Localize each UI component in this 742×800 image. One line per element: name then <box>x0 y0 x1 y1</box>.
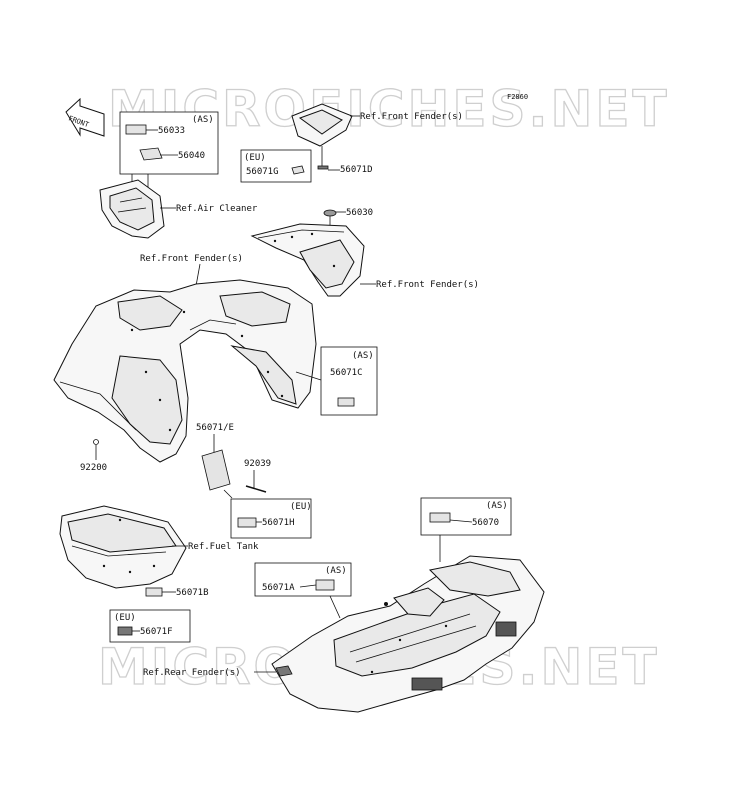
decal-56071C-icon <box>337 397 355 407</box>
part-56071C: 56071C <box>330 368 363 378</box>
ref-front-fender-right: Ref.Front Fender(s) <box>376 280 479 290</box>
part-92039: 92039 <box>244 459 271 469</box>
part-92200: 92200 <box>80 463 107 473</box>
fuel-tank-cover <box>59 505 187 589</box>
ref-front-fender-top: Ref.Front Fender(s) <box>360 112 463 122</box>
part-56071F: 56071F <box>140 627 173 637</box>
rear-fender <box>271 555 545 713</box>
part-56030: 56030 <box>346 208 373 218</box>
as-box-top <box>119 111 219 175</box>
decal-56040-icon <box>139 147 163 161</box>
part-56040: 56040 <box>178 151 205 161</box>
ref-fuel-tank: Ref.Fuel Tank <box>188 542 259 552</box>
part-56071D: 56071D <box>340 165 373 175</box>
eu-box-bottom-left <box>109 609 191 643</box>
part-56071A: 56071A <box>262 583 295 593</box>
decal-56033-icon <box>125 124 147 135</box>
inner-fender-panel <box>250 223 365 297</box>
eu-box-bottom-left-label: (EU) <box>114 613 136 623</box>
part-56071H: 56071H <box>262 518 295 528</box>
bolt-92200-icon <box>93 439 99 445</box>
eu-box-left-label: (EU) <box>244 153 266 163</box>
as-box-bottom-mid-label: (AS) <box>325 566 347 576</box>
ref-rear-fender: Ref.Rear Fender(s) <box>143 668 241 678</box>
decal-56071H-icon <box>237 517 257 528</box>
decal-56071G-icon <box>291 165 305 175</box>
grommet-56030-icon <box>323 209 337 217</box>
clip-56071D-icon <box>317 165 329 170</box>
part-56033: 56033 <box>158 126 185 136</box>
as-box-bottom-mid <box>254 562 352 597</box>
decal-56071A-icon <box>315 579 335 591</box>
part-56071B: 56071B <box>176 588 209 598</box>
as-box-bottom-right-label: (AS) <box>486 501 508 511</box>
part-56071G: 56071G <box>246 167 279 177</box>
part-56070: 56070 <box>472 518 499 528</box>
eu-box-left <box>240 149 312 183</box>
ref-air-cleaner: Ref.Air Cleaner <box>176 204 258 214</box>
air-cleaner-cover <box>99 179 165 239</box>
eu-box-mid-label: (EU) <box>290 502 312 512</box>
front-fender-main <box>53 279 317 463</box>
decal-56070-icon <box>429 512 451 523</box>
ref-front-fender-left: Ref.Front Fender(s) <box>140 254 243 264</box>
decal-56071E-icon <box>201 449 231 491</box>
decal-56071B-icon <box>145 587 163 597</box>
strap-92039-icon <box>245 485 267 493</box>
front-arrow-icon: FRONT <box>65 97 105 137</box>
as-box-right-label: (AS) <box>352 351 374 361</box>
as-box-top-label: (AS) <box>192 115 214 125</box>
figure-code: F2860 <box>507 93 528 101</box>
part-56071E: 56071/E <box>196 423 234 433</box>
front-fender-top-panel <box>291 103 353 147</box>
decal-56071F-icon <box>117 626 133 636</box>
